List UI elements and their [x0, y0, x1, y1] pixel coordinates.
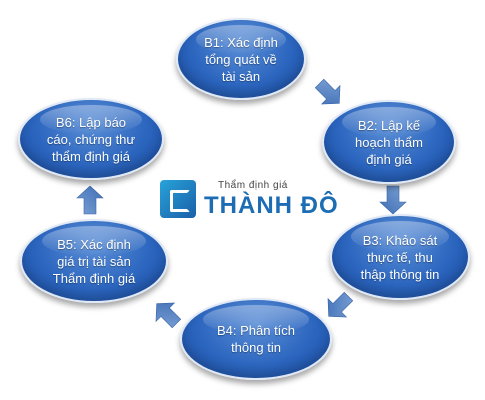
logo-name: THÀNH ĐÔ: [204, 192, 339, 219]
logo-tagline: Thẩm định giá: [218, 180, 288, 191]
company-logo: Thẩm định giá THÀNH ĐÔ: [160, 178, 340, 222]
step-b6-label: B6: Lập báo cáo, chứng thư thẩm định giá: [46, 114, 136, 164]
step-b2-label: B2: Lập kế hoạch thẩm định giá: [355, 117, 423, 167]
arrow-b1-b2: [314, 78, 341, 105]
step-b2-node: B2: Lập kế hoạch thẩm định giá: [322, 100, 456, 184]
logo-mark-icon: [160, 180, 196, 218]
arrow-b5-b6: [76, 185, 104, 215]
step-b4-label: B4: Phân tích thông tin: [216, 323, 296, 355]
arrow-b2-b3: [379, 185, 407, 215]
step-b4-node: B4: Phân tích thông tin: [180, 298, 332, 380]
step-b1-node: B1: Xác định tổng quát về tài sản: [176, 18, 306, 100]
arrow-b3-b4: [327, 291, 354, 318]
arrow-b4-b5: [155, 302, 182, 329]
step-b1-label: B1: Xác định tổng quát về tài sản: [204, 34, 278, 84]
step-b3-label: B3: Khảo sát thực tế, thu thập thông tin: [360, 232, 440, 282]
step-b3-node: B3: Khảo sát thực tế, thu thập thông tin: [330, 214, 470, 300]
step-b6-node: B6: Lập báo cáo, chứng thư thẩm định giá: [18, 98, 164, 180]
step-b5-node: B5: Xác định giá trị tài sản Thẩm định g…: [20, 219, 168, 303]
step-b5-label: B5: Xác định giá trị tài sản Thẩm định g…: [52, 236, 136, 286]
